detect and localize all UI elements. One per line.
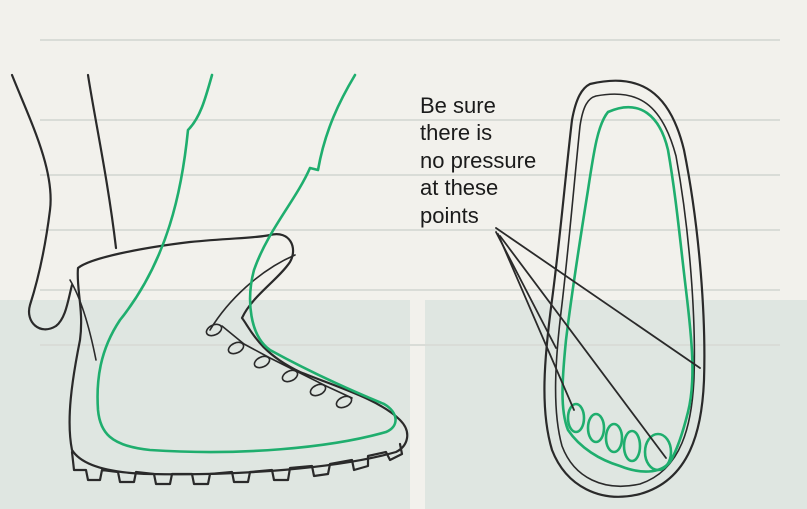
bottom-band-right [425,300,807,509]
foot-outline-side [96,73,397,454]
bleed-through-lines [40,39,780,346]
toes [566,402,673,472]
boot-upper [68,233,409,476]
laces [205,323,353,409]
boot-top-view [495,79,706,498]
callout-line-3: no pressure [420,148,536,173]
hand-outline [10,73,74,331]
pointer-lines [495,227,701,459]
boot-sole [70,442,404,486]
callout-text: Be sure there is no pressure at these po… [420,93,536,228]
tongue-top [209,254,296,331]
callout-line-5: points [420,203,479,228]
callout-line-1: Be sure [420,93,496,118]
callout-line-4: at these [420,175,498,200]
heel-seam [69,279,97,361]
callout-line-2: there is [420,120,492,145]
boot-side-view [10,73,409,486]
sole-inner-outline [554,93,696,488]
sole-outline-top [543,79,706,498]
finger-outline [86,73,118,250]
foot-outline-top [561,106,694,473]
